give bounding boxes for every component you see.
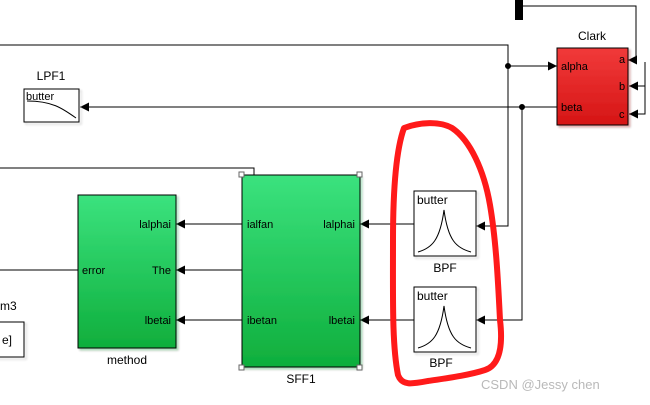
lpf1-response-curve [26, 100, 77, 119]
bpf-top-title: BPF [433, 261, 456, 275]
clark-port-c: c [619, 109, 625, 121]
wire-alpha-feedback [0, 44, 509, 66]
bpf-top-label: butter [417, 193, 448, 207]
bpf-bottom-title: BPF [429, 356, 452, 370]
sff1-title: SFF1 [286, 372, 316, 386]
top-port-tab [515, 0, 523, 20]
sff1-port-ialfan: ialfan [247, 219, 273, 231]
clark-port-beta: beta [561, 102, 583, 114]
watermark-text: CSDN @Jessy chen [481, 377, 600, 392]
method-port-lbetai: lbetai [145, 315, 171, 327]
method-port-error: error [82, 265, 106, 277]
sff1-port-lbetai: lbetai [329, 315, 355, 327]
method-port-lalphai: lalphai [139, 219, 171, 231]
partial-block-label: e] [2, 333, 12, 347]
clark-title: Clark [578, 29, 607, 43]
sff1-block[interactable]: ialfan ibetan lalphai lbetai SFF1 [238, 171, 363, 386]
method-port-the: The [152, 265, 171, 277]
bpf-bottom-label: butter [417, 289, 448, 303]
clark-port-b: b [619, 81, 625, 93]
wire-c-loop [629, 62, 646, 115]
method-title: method [107, 353, 147, 367]
red-annotation-ellipse [389, 120, 505, 387]
lpf1-title: LPF1 [37, 69, 66, 83]
sff1-port-ibetan: ibetan [247, 315, 277, 327]
wire-top-to-clark-a [523, 5, 637, 60]
partial-block[interactable]: m3 e] [0, 299, 25, 358]
bpf-top-response-curve [417, 209, 472, 253]
lpf1-label: butter [26, 91, 54, 103]
clark-block[interactable]: Clark alpha beta a b c [556, 29, 629, 126]
partial-block-title: m3 [0, 299, 17, 313]
bpf-bottom-block[interactable]: butter BPF [413, 286, 477, 370]
method-block[interactable]: error lalphai The lbetai method [77, 194, 177, 367]
sff1-selection-handles [238, 171, 363, 371]
bpf-top-block[interactable]: butter BPF [413, 190, 477, 275]
sff1-port-lalphai: lalphai [323, 219, 355, 231]
clark-port-alpha: alpha [561, 61, 589, 73]
clark-port-a: a [619, 54, 626, 66]
bpf-bottom-response-curve [417, 305, 472, 349]
lpf1-block[interactable]: LPF1 butter [23, 69, 80, 123]
